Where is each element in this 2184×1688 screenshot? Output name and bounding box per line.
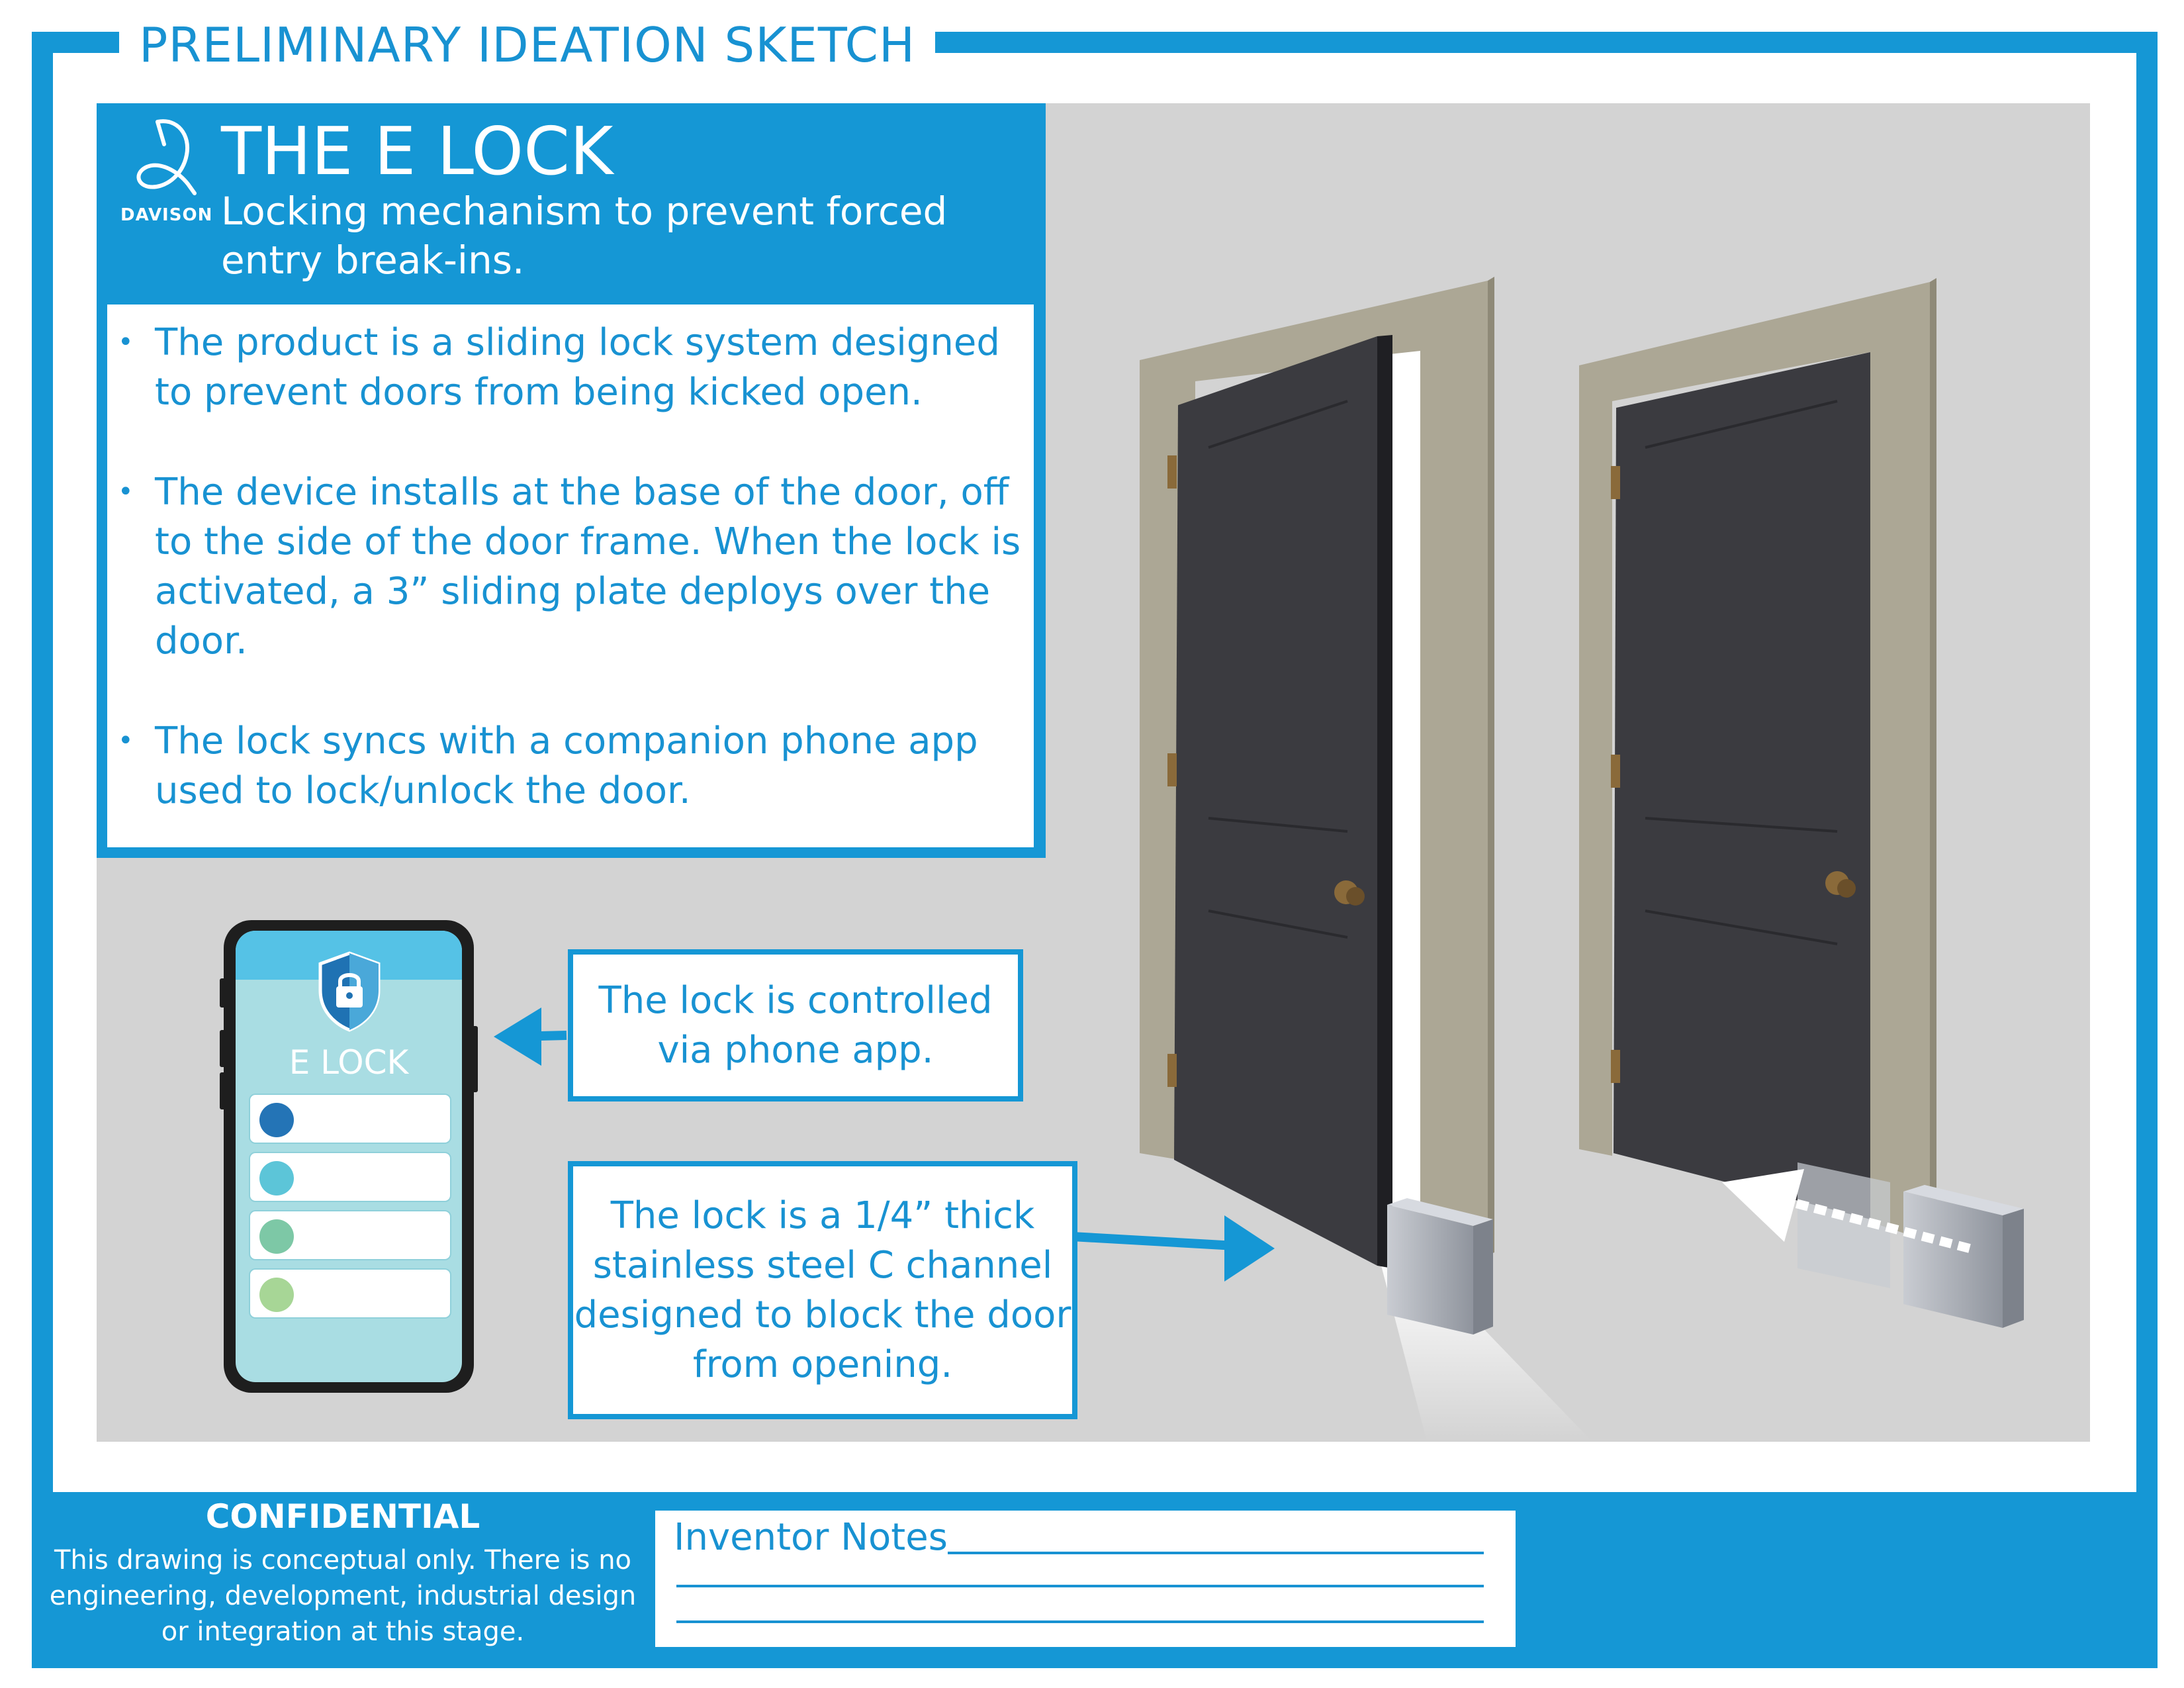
- status-dot: [259, 1278, 294, 1312]
- product-subtitle: Locking mechanism to prevent forced entr…: [221, 189, 948, 283]
- inventor-notes-label: Inventor Notes: [674, 1516, 948, 1559]
- right-steel-channel-top: [1903, 1185, 2024, 1215]
- app-lock-item[interactable]: [249, 1268, 451, 1319]
- right-steel-channel: [1903, 1192, 2003, 1328]
- app-lock-item[interactable]: [249, 1210, 451, 1260]
- inventor-notes-box: [655, 1511, 1516, 1647]
- left-frame-shadow: [1488, 277, 1494, 1255]
- notes-line: [676, 1620, 1484, 1623]
- sliding-plate: [1797, 1162, 1890, 1288]
- confidential-title: CONFIDENTIAL: [205, 1497, 480, 1536]
- status-dot: [259, 1161, 294, 1196]
- left-door-knob-back: [1346, 887, 1365, 906]
- slide-direction-arrow: [1790, 1197, 1971, 1253]
- slide-arrow-head: [1722, 1169, 1804, 1242]
- confidential-text: This drawing is conceptual only. There i…: [49, 1545, 637, 1647]
- brand-name: DAVISON: [120, 205, 213, 225]
- left-steel-channel-top: [1387, 1198, 1493, 1226]
- channel-text: The lock is a 1/4” thick stainless steel…: [574, 1194, 1071, 1386]
- channel-arrow: [1071, 1232, 1236, 1250]
- channel-arrow-head: [1224, 1215, 1275, 1282]
- left-door-edge: [1377, 335, 1392, 1268]
- right-frame-shadow: [1930, 278, 1936, 1242]
- right-door-hinge: [1611, 755, 1620, 788]
- left-door-panel-line: [1208, 910, 1348, 939]
- left-door-panel-line: [1208, 400, 1348, 449]
- door-opening: [1384, 351, 1420, 1263]
- davison-logo-icon: [136, 119, 197, 195]
- phone-side-button: [220, 1030, 226, 1067]
- left-door-hinge: [1167, 753, 1177, 786]
- status-dot: [259, 1219, 294, 1254]
- bullet-text: The product is a sliding lock system des…: [155, 321, 1000, 414]
- left-door-panel-line: [1208, 817, 1348, 833]
- open-door-assembly: [1140, 277, 1592, 1442]
- phone-side-button: [220, 978, 226, 1008]
- left-steel-channel-side: [1473, 1219, 1493, 1335]
- right-door: [1614, 352, 1870, 1219]
- status-dot: [259, 1103, 294, 1137]
- closed-door-assembly: [1579, 278, 2024, 1328]
- right-steel-channel-side: [2003, 1209, 2024, 1328]
- left-door: [1174, 336, 1377, 1266]
- right-door-panel-line: [1645, 400, 1838, 449]
- right-door-knob-back: [1837, 879, 1856, 898]
- bullet-marker: •: [118, 726, 134, 756]
- left-door-hinge: [1167, 455, 1177, 489]
- shield-lock-icon: [318, 951, 381, 1032]
- app-control-callout: The lock is controlled via phone app.: [568, 949, 1023, 1102]
- right-door-hinge: [1611, 466, 1620, 499]
- notes-line: [676, 1585, 1484, 1587]
- bullet-text: The device installs at the base of the d…: [155, 471, 1021, 663]
- left-steel-channel: [1387, 1205, 1473, 1335]
- notes-line: [948, 1552, 1484, 1554]
- bullet-marker: •: [118, 327, 134, 357]
- bullet-marker: •: [118, 477, 134, 507]
- bullet-text: The lock syncs with a companion phone ap…: [155, 720, 978, 812]
- phone-app-name: E LOCK: [289, 1043, 409, 1082]
- doors-illustration: [494, 277, 2024, 1442]
- right-door-panel-line: [1645, 910, 1838, 945]
- app-lock-item[interactable]: [249, 1094, 451, 1144]
- phone-side-button: [220, 1072, 226, 1109]
- right-door-hinge: [1611, 1050, 1620, 1083]
- left-door-hinge: [1167, 1054, 1177, 1087]
- description-panel: [107, 305, 1034, 847]
- phone-arrow-head: [494, 1008, 541, 1066]
- app-lock-item[interactable]: [249, 1152, 451, 1202]
- app-control-text: The lock is controlled via phone app.: [598, 979, 993, 1072]
- channel-callout: The lock is a 1/4” thick stainless steel…: [568, 1161, 1077, 1419]
- product-title: THE E LOCK: [221, 113, 614, 190]
- sheet-title: PRELIMINARY IDEATION SKETCH: [119, 12, 936, 78]
- header-box: [97, 103, 1046, 302]
- phone-side-button: [471, 1026, 478, 1092]
- right-door-panel-line: [1645, 817, 1838, 833]
- right-door-frame: [1579, 282, 1930, 1242]
